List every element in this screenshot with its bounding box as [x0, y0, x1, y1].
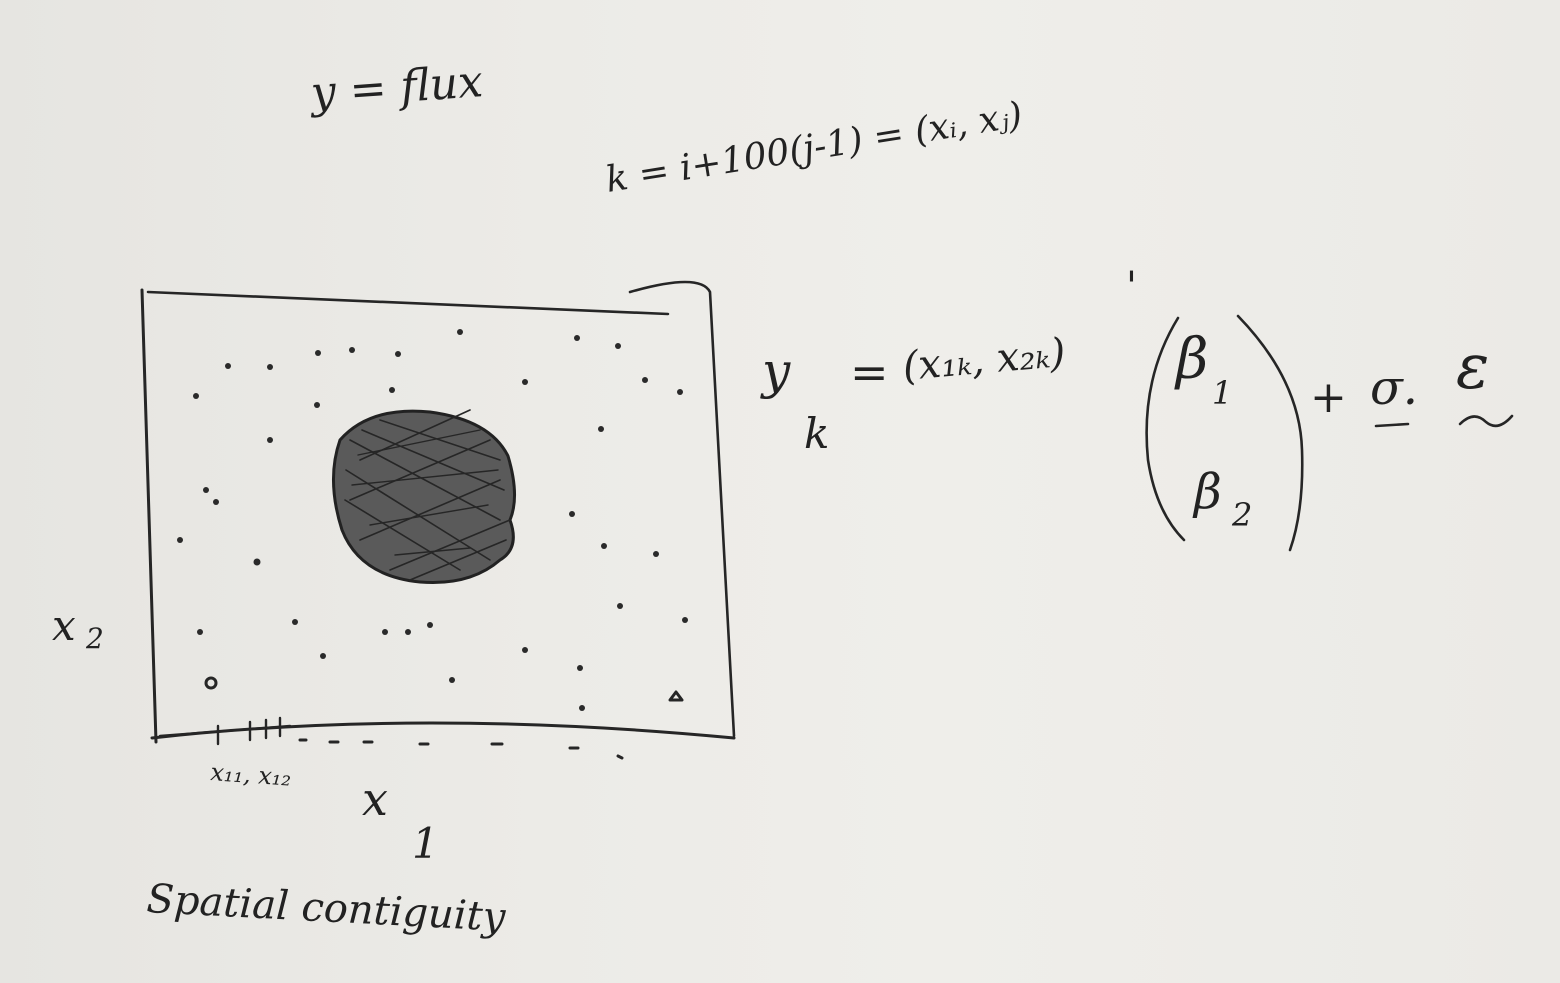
- epsilon-term: ε: [1456, 330, 1489, 403]
- index-equation: k = i+100(j-1) = (xᵢ, xⱼ): [603, 95, 1025, 201]
- y-axis-subscript: 2: [85, 622, 104, 655]
- transpose-mark: ': [1126, 264, 1137, 310]
- tick-labels: x₁₁, x₁₂: [210, 758, 293, 792]
- beta-2-subscript: 2: [1231, 496, 1252, 534]
- equals-sign: =: [850, 345, 889, 399]
- beta-1: β: [1174, 327, 1208, 392]
- x-axis-subscript: 1: [412, 819, 439, 868]
- axis-dashes: [298, 738, 624, 760]
- header-equation: y = flux: [307, 56, 485, 119]
- x-axis-label: x: [362, 772, 388, 826]
- beta-1-subscript: 1: [1212, 374, 1232, 412]
- beta-2: β: [1192, 464, 1222, 520]
- scatter-points: [177, 329, 688, 711]
- model-equation: y k = (x₁ₖ, x₂ₖ) ' β 1 β 2 + σ. ε: [760, 264, 1514, 552]
- row-vector: (x₁ₖ, x₂ₖ): [901, 330, 1067, 390]
- lhs-y: y: [760, 342, 791, 400]
- caption: Spatial contiguity: [145, 876, 507, 941]
- plus-sign: +: [1310, 372, 1347, 423]
- y-axis-label: x: [52, 601, 76, 650]
- x-axis-ticks: [158, 716, 292, 746]
- lhs-subscript: k: [804, 409, 829, 458]
- cluster-blob: [332, 409, 517, 584]
- sigma-term: σ.: [1370, 360, 1418, 416]
